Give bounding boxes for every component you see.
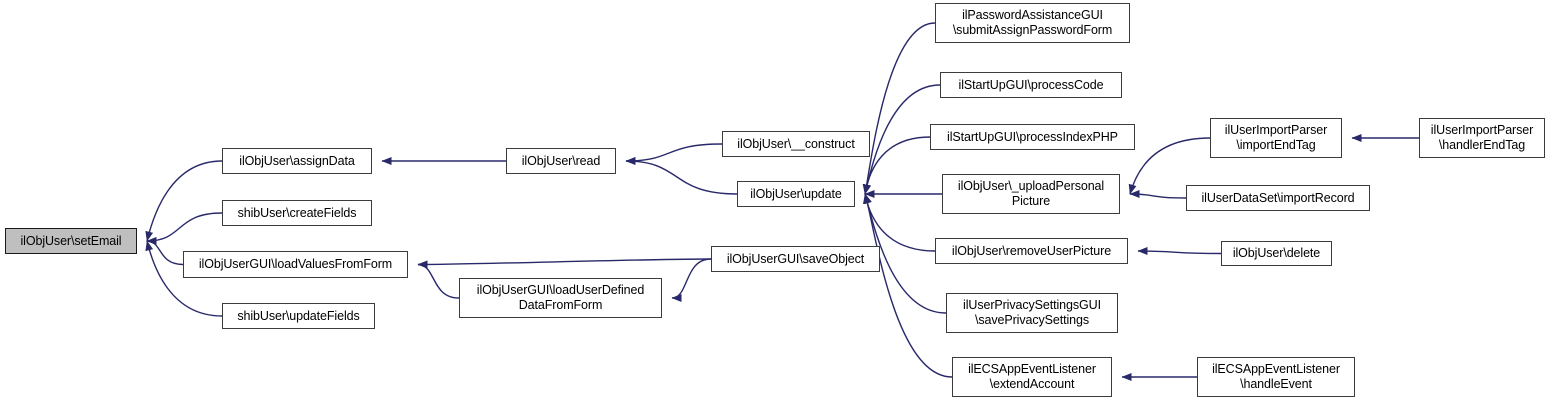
graph-node-delete[interactable]: ilObjUser\delete <box>1221 241 1332 266</box>
graph-node-extendAccount[interactable]: ilECSAppEventListener \extendAccount <box>952 357 1112 397</box>
edge-importRecord-to-uploadPersonalPicture <box>1129 190 1187 199</box>
edge-processIndexPHP-to-update <box>862 136 931 195</box>
edge-loadUserDefined-to-loadValuesFromForm <box>417 260 460 299</box>
edge-construct-to-read <box>625 143 723 165</box>
edge-update-to-read <box>625 157 738 195</box>
graph-node-setEmail[interactable]: ilObjUser\setEmail <box>5 228 137 254</box>
graph-node-update[interactable]: ilObjUser\update <box>737 181 855 207</box>
graph-node-handlerEndTag[interactable]: ilUserImportParser \handlerEndTag <box>1419 118 1545 158</box>
graph-node-importEndTag[interactable]: ilUserImportParser \importEndTag <box>1210 118 1342 158</box>
edge-removeUserPicture-to-update <box>863 193 936 252</box>
graph-node-uploadPersonalPicture[interactable]: ilObjUser\_uploadPersonal Picture <box>942 174 1120 214</box>
graph-node-assignData[interactable]: ilObjUser\assignData <box>222 148 372 174</box>
edge-processCode-to-update <box>863 84 941 195</box>
graph-node-loadUserDefined[interactable]: ilObjUserGUI\loadUserDefined DataFromFor… <box>459 278 662 318</box>
edge-loadValuesFromForm-to-setEmail <box>146 237 184 266</box>
graph-node-handleEvent[interactable]: ilECSAppEventListener \handleEvent <box>1197 357 1355 397</box>
edge-saveObject-to-loadUserDefined <box>671 258 712 302</box>
graph-node-submitAssignPassword[interactable]: ilPasswordAssistanceGUI \submitAssignPas… <box>935 3 1130 43</box>
edge-createFields-to-setEmail <box>146 212 223 245</box>
edge-saveObject-to-loadValuesFromForm <box>417 258 712 269</box>
graph-node-saveObject[interactable]: ilObjUserGUI\saveObject <box>711 246 880 272</box>
graph-node-createFields[interactable]: shibUser\createFields <box>222 200 372 226</box>
graph-node-loadValuesFromForm[interactable]: ilObjUserGUI\loadValuesFromForm <box>183 251 408 278</box>
graph-node-removeUserPicture[interactable]: ilObjUser\removeUserPicture <box>935 238 1128 264</box>
graph-node-processCode[interactable]: ilStartUpGUI\processCode <box>940 72 1122 98</box>
edge-assignData-to-setEmail <box>145 160 223 242</box>
graph-node-construct[interactable]: ilObjUser\__construct <box>722 131 870 157</box>
graph-node-updateFields[interactable]: shibUser\updateFields <box>222 303 375 329</box>
edge-extendAccount-to-update <box>864 193 953 378</box>
graph-node-read[interactable]: ilObjUser\read <box>506 148 616 174</box>
edge-delete-to-removeUserPicture <box>1137 247 1222 256</box>
graph-node-importRecord[interactable]: ilUserDataSet\importRecord <box>1186 185 1370 211</box>
edge-submitAssignPassword-to-update <box>863 22 936 195</box>
graph-node-processIndexPHP[interactable]: ilStartUpGUI\processIndexPHP <box>930 124 1135 150</box>
graph-node-savePrivacySettings[interactable]: ilUserPrivacySettingsGUI \savePrivacySet… <box>946 293 1118 333</box>
